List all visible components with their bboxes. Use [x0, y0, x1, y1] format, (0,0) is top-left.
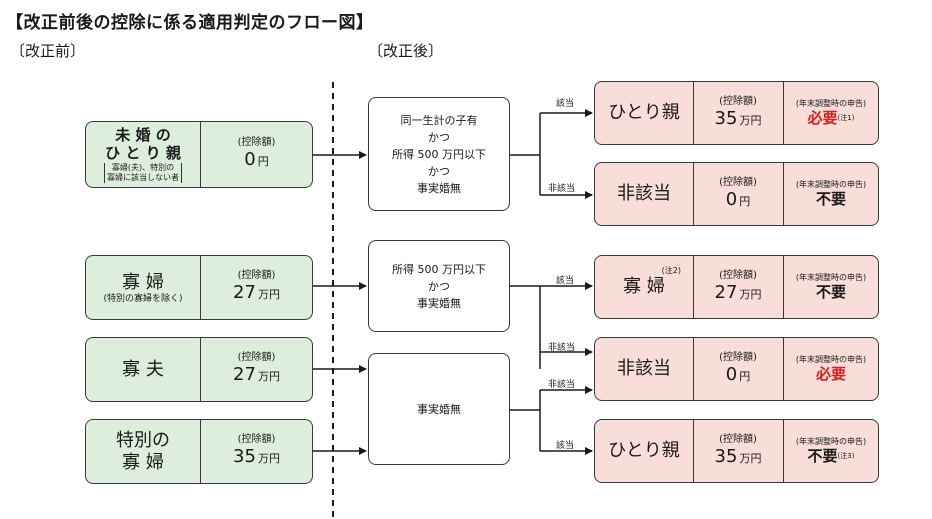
branch-label-c1-yes: 該当 [556, 99, 575, 109]
result-2-name: 非該当 [617, 183, 671, 204]
mikon-note: 寡婦(夫)、特別の 寡婦に該当しない者 [104, 163, 182, 183]
declaration-label: (年末調整時の申告) [795, 355, 867, 364]
after-section-label: 〔改正後〕 [368, 42, 444, 60]
branch-c2 [510, 285, 541, 369]
tokubetsu-line1: 特別の [116, 429, 170, 451]
condition-box-3: 事実婚無 [368, 353, 510, 465]
condition-2-line: 事実婚無 [417, 296, 461, 310]
deduction-label: (控除額) [719, 269, 757, 281]
deduction-label: (控除額) [719, 433, 757, 445]
deduction-label: (控除額) [237, 352, 276, 363]
branch-c1 [510, 113, 541, 195]
declaration-label: (年末調整時の申告) [795, 180, 867, 189]
result-2-declaration: 不要 [815, 190, 846, 208]
tokubetsu-line2: 寡 婦 [122, 451, 164, 473]
condition-1-line: 同一生計の子有 [400, 113, 478, 127]
result-5-name: ひとり親 [608, 440, 680, 461]
condition-2-line: かつ [428, 279, 450, 293]
deduction-label: (控除額) [237, 270, 276, 281]
condition-box-2: 所得 500 万円以下 かつ 事実婚無 [368, 240, 510, 332]
deduction-label: (控除額) [237, 434, 276, 445]
condition-1-line: かつ [428, 130, 450, 144]
branch-label-c2-yes: 該当 [556, 276, 575, 286]
result-4-name: 非該当 [617, 358, 671, 379]
branch-label-c2-no: 非該当 [548, 343, 576, 353]
condition-1-line: 事実婚無 [417, 181, 461, 195]
deduction-label: (控除額) [719, 176, 757, 188]
condition-1-line: かつ [428, 164, 450, 178]
condition-3-line: 事実婚無 [417, 402, 461, 416]
kafu-m-name: 寡 夫 [122, 358, 164, 380]
result-3-name: 寡 婦 [623, 276, 665, 297]
deduction-label: (控除額) [719, 95, 757, 107]
condition-2-line: 所得 500 万円以下 [392, 262, 486, 276]
result-3-note: (注2) [661, 266, 681, 275]
deduction-label: (控除額) [237, 137, 276, 148]
branch-label-c1-no: 非該当 [548, 184, 576, 194]
before-box-mikon: 未 婚 の ひ と り 親 寡婦(夫)、特別の 寡婦に該当しない者 (控除額) … [85, 121, 313, 188]
declaration-label: (年末調整時の申告) [795, 273, 867, 282]
declaration-label: (年末調整時の申告) [795, 99, 867, 108]
before-section-label: 〔改正前〕 [10, 42, 86, 60]
branch-c3 [510, 390, 541, 451]
branch-label-c3-yes: 該当 [556, 441, 575, 451]
result-1-declaration: 必要(注1) [807, 109, 855, 127]
mikon-line1: 未 婚 の [115, 126, 171, 144]
result-5-declaration: 不要(注3) [807, 447, 855, 465]
result-4-declaration: 必要 [815, 365, 846, 383]
page-title: 【改正前後の控除に係る適用判定のフロー図】 [6, 13, 374, 33]
kafu-note: (特別の寡婦を除く) [103, 293, 183, 304]
deduction-label: (控除額) [719, 351, 757, 363]
kafu-name: 寡 婦 [122, 271, 164, 293]
result-3-declaration: 不要 [815, 283, 846, 301]
condition-box-1: 同一生計の子有 かつ 所得 500 万円以下 かつ 事実婚無 [368, 97, 510, 211]
result-1-name: ひとり親 [608, 102, 680, 123]
condition-1-line: 所得 500 万円以下 [392, 147, 486, 161]
branch-label-c3-no: 非該当 [548, 380, 576, 390]
declaration-label: (年末調整時の申告) [795, 437, 867, 446]
mikon-line2: ひ と り 親 [105, 144, 181, 162]
